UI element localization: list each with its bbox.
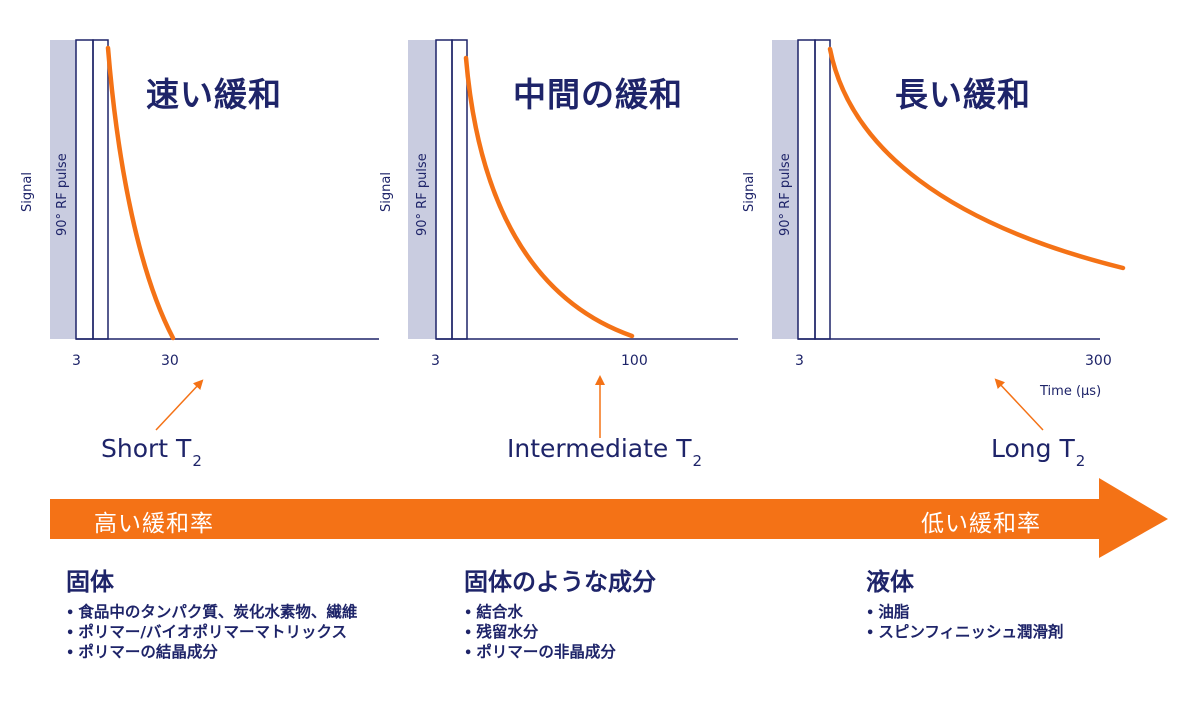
panel-1-plot	[50, 39, 379, 341]
decay-curve-long	[827, 46, 1126, 271]
pulse-band	[50, 40, 76, 339]
category-item: ポリマー/バイオポリマーマトリックス	[66, 623, 357, 643]
dead-time-box	[451, 39, 468, 340]
short-t2-label: Short T2	[101, 434, 202, 470]
category-liquid: 液体 油脂 スピンフィニッシュ潤滑剤	[866, 562, 1064, 643]
category-item: 残留水分	[464, 623, 656, 643]
category-item-list: 結合水 残留水分 ポリマーの非晶成分	[464, 603, 656, 663]
category-solid-like: 固体のような成分 結合水 残留水分 ポリマーの非晶成分	[464, 562, 656, 663]
low-relaxation-rate-label: 低い緩和率	[921, 511, 1041, 537]
panel-1-title: 速い緩和	[146, 75, 282, 114]
panel-2-pulse-label: 90° RF pulse	[415, 153, 430, 236]
intermediate-t2-label: Intermediate T2	[507, 434, 703, 470]
pulse-box	[435, 39, 453, 340]
pulse-box	[797, 39, 816, 340]
panel-3-pulse-label: 90° RF pulse	[778, 153, 793, 236]
category-item-list: 食品中のタンパク質、炭化水素物、繊維 ポリマー/バイオポリマーマトリックス ポリ…	[66, 603, 357, 663]
panel-3-y-label: Signal	[742, 172, 757, 212]
panel-2-plot	[408, 39, 738, 340]
category-item: 食品中のタンパク質、炭化水素物、繊維	[66, 603, 357, 623]
panel-1-y-label: Signal	[20, 172, 35, 212]
pulse-band	[772, 40, 798, 339]
decay-curve-short	[105, 45, 176, 341]
panel-3-title: 長い緩和	[895, 75, 1031, 114]
dead-time-box	[814, 39, 831, 340]
panel-2-title: 中間の緩和	[513, 75, 683, 114]
category-item-list: 油脂 スピンフィニッシュ潤滑剤	[866, 603, 1064, 643]
category-item: スピンフィニッシュ潤滑剤	[866, 623, 1063, 643]
panel-1-tick-start: 3	[72, 353, 81, 369]
pulse-band	[408, 40, 436, 339]
category-item: 油脂	[866, 603, 1064, 623]
time-axis-label: Time (µs)	[1040, 384, 1102, 399]
panel-1-tick-end: 30	[161, 353, 179, 369]
panel-2-tick-end: 100	[621, 353, 648, 369]
relaxation-rate-arrow	[50, 478, 1168, 558]
category-heading: 固体のような成分	[464, 568, 656, 596]
long-t2-label: Long T2	[991, 434, 1086, 470]
panel-3-plot	[772, 39, 1126, 340]
short-t2-pointer-arrow	[155, 379, 204, 431]
panel-3-tick-start: 3	[795, 353, 804, 369]
category-heading: 固体	[66, 568, 114, 596]
category-item: ポリマーの非晶成分	[464, 643, 656, 663]
category-heading: 液体	[866, 568, 914, 596]
pulse-box	[75, 39, 94, 340]
panel-2-tick-start: 3	[431, 353, 440, 369]
panel-1-pulse-label: 90° RF pulse	[55, 153, 70, 236]
category-item: ポリマーの結晶成分	[66, 643, 357, 663]
decay-curve-intermediate	[463, 55, 635, 339]
category-item: 結合水	[464, 603, 656, 623]
panel-3-tick-end: 300	[1085, 353, 1112, 369]
dead-time-box	[92, 39, 109, 340]
category-solid: 固体 食品中のタンパク質、炭化水素物、繊維 ポリマー/バイオポリマーマトリックス…	[66, 562, 357, 663]
long-t2-pointer-arrow	[994, 378, 1044, 431]
panel-2-y-label: Signal	[379, 172, 394, 212]
high-relaxation-rate-label: 高い緩和率	[94, 511, 214, 537]
